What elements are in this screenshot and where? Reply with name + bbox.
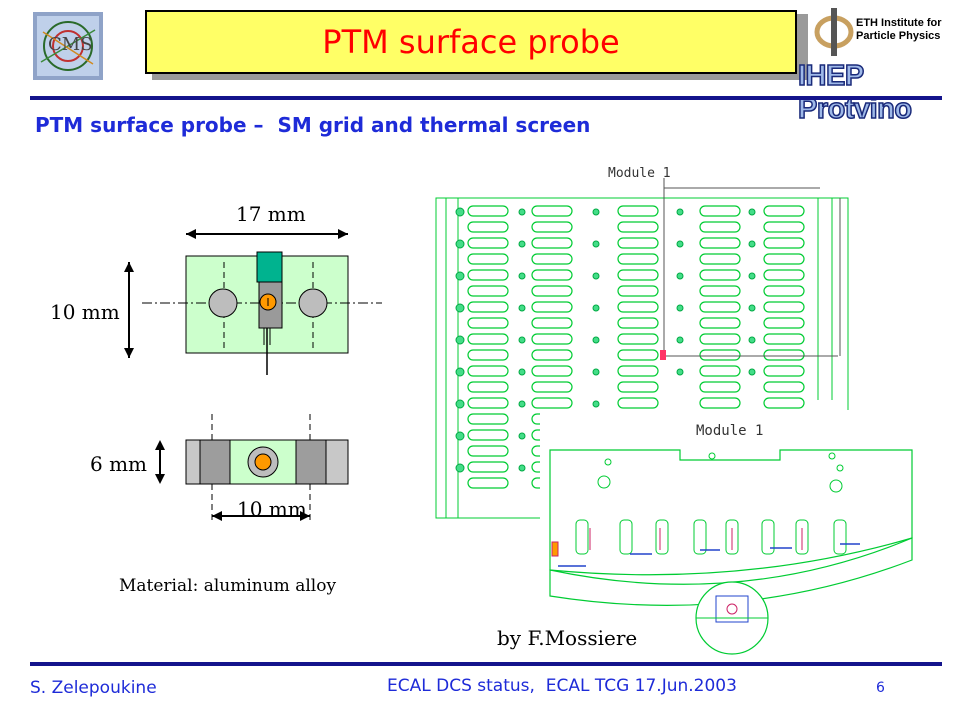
eth-logo-text: ETH Institute for Particle Physics <box>856 17 942 43</box>
probe-side-view <box>155 414 349 521</box>
slide-subtitle: PTM surface probe – SM grid and thermal … <box>35 113 591 137</box>
cms-logo-icon <box>33 12 103 80</box>
footer-event: ECAL DCS status, ECAL TCG 17.Jun.2003 <box>387 676 737 696</box>
page-title: PTM surface probe <box>322 23 620 61</box>
footer-author: S. Zelepoukine <box>30 678 157 698</box>
drawing-credit: by F.Mossiere <box>497 626 638 650</box>
module-label-bottom: Module 1 <box>696 423 764 439</box>
cms-logo-text: CMS <box>48 34 93 55</box>
module-label-top: Module 1 <box>608 166 671 181</box>
title-box: PTM surface probe <box>145 10 797 74</box>
grid-slots <box>467 205 805 489</box>
eth-logo <box>812 6 856 58</box>
material-label: Material: aluminum alloy <box>119 576 337 596</box>
ihep-logo-text: IHEP Protvino <box>797 59 913 126</box>
eth-line-1: ETH Institute for <box>856 17 942 29</box>
eth-line-2: Particle Physics <box>856 30 941 42</box>
phi-icon <box>814 8 854 56</box>
dim-label-10mm-width: 10 mm <box>237 497 307 521</box>
dim-label-6mm: 6 mm <box>90 452 148 476</box>
bottom-rule <box>30 662 942 666</box>
top-rule <box>30 96 942 100</box>
page-number: 6 <box>876 680 885 696</box>
thermal-screen-drawing <box>540 410 920 660</box>
probe-top-view <box>124 229 382 375</box>
cms-logo: CMS <box>33 12 103 80</box>
dim-label-10mm-height: 10 mm <box>50 300 120 324</box>
dim-label-17mm: 17 mm <box>236 202 306 226</box>
